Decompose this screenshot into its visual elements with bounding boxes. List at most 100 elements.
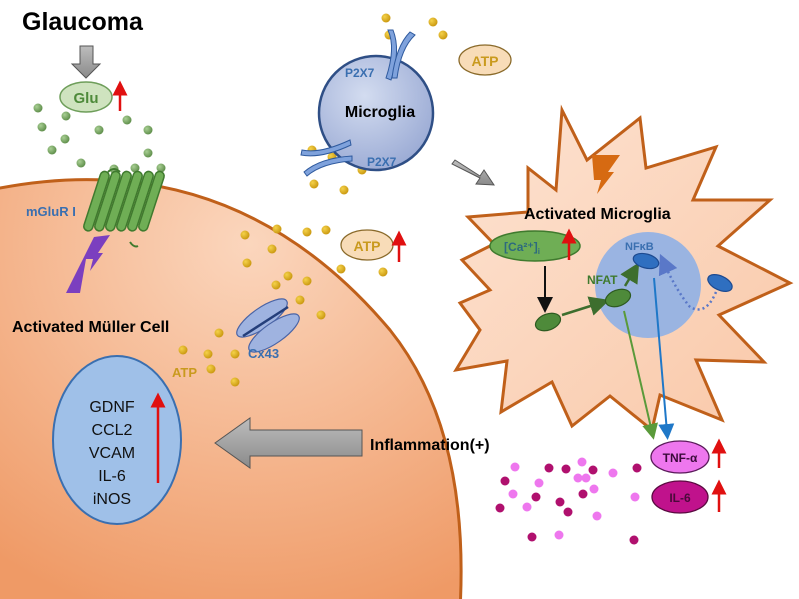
calcium-badge: [Ca²⁺]i: [489, 230, 581, 262]
microglia-label: Microglia: [345, 104, 415, 121]
atp-molecule: [214, 328, 224, 338]
nfkb-cytoplasmic-icon: [707, 274, 733, 292]
gene-item: IL-6: [98, 468, 126, 485]
cytokine-molecule: [500, 476, 510, 486]
atp-molecule: [230, 377, 240, 387]
gene-item: VCAM: [89, 445, 135, 462]
cx43-channel-icon: [236, 298, 300, 353]
atp-molecule: [230, 349, 240, 359]
p2x7-label-top: P2X7: [345, 66, 375, 80]
atp-molecule: [428, 17, 438, 27]
cytokine-molecule: [561, 464, 571, 474]
nfkb-to-tnf-arrow: [653, 277, 675, 440]
cytokine-molecule: [534, 478, 544, 488]
atp-molecule: [438, 30, 448, 40]
atp-molecule: [336, 264, 346, 274]
nfat-to-tnf-arrow: [623, 310, 658, 440]
cytokine-molecule: [592, 511, 602, 521]
cytokine-molecule: [581, 473, 591, 483]
il6-badge: IL-6: [651, 480, 709, 514]
cytokine-molecule: [510, 462, 520, 472]
glutamate-molecule: [94, 125, 104, 135]
cytokine-molecule: [563, 507, 573, 517]
atp-molecule: [302, 276, 312, 286]
cytokine-molecule: [555, 497, 565, 507]
glutamate-molecule: [143, 148, 153, 158]
atp-molecule: [339, 185, 349, 195]
atp-molecule: [203, 349, 213, 359]
cytokine-molecule: [544, 463, 554, 473]
glutamate-molecule: [60, 134, 70, 144]
cytokine-molecule: [577, 457, 587, 467]
glu-label: Glu: [74, 90, 99, 107]
title-glaucoma: Glaucoma: [22, 8, 144, 36]
gene-item: CCL2: [92, 422, 133, 439]
muller-cell-label: Activated Müller Cell: [12, 319, 169, 336]
cytokine-molecule: [573, 473, 583, 483]
glutamate-molecule: [61, 111, 71, 121]
atp-molecule: [295, 295, 305, 305]
atp-molecule: [302, 227, 312, 237]
atp-molecule: [309, 179, 319, 189]
muller-nucleus: [52, 355, 182, 525]
mglur-label: mGluR I: [26, 204, 76, 219]
atp-molecule: [178, 345, 188, 355]
glutamate-molecule: [122, 115, 132, 125]
cytokine-molecule: [630, 492, 640, 502]
cytokine-molecule: [527, 532, 537, 542]
cytokine-dots: [495, 457, 642, 545]
activated-microglia-label: Activated Microglia: [524, 206, 671, 223]
tnf-alpha-label: TNF-α: [663, 451, 698, 465]
cytokine-molecule: [554, 530, 564, 540]
p2x7-receptor-icon: [385, 29, 416, 81]
nfkb-translocation-arrow: [658, 253, 718, 311]
cytokine-molecule: [522, 502, 532, 512]
microglia-atp-label: ATP: [472, 53, 499, 69]
atp-molecule: [271, 280, 281, 290]
cx43-label: Cx43: [248, 346, 279, 361]
cytokine-molecule: [608, 468, 618, 478]
activation-lightning-icon: [592, 155, 620, 194]
il6-label: IL-6: [669, 491, 691, 505]
atp-molecule: [381, 13, 391, 23]
atp-molecule: [316, 310, 326, 320]
nfat-active-icon: [604, 288, 632, 308]
cytokine-molecule: [632, 463, 642, 473]
glutamate-molecule: [37, 122, 47, 132]
svg-text:[Ca²⁺]i: [Ca²⁺]i: [504, 240, 540, 256]
released-atp-label: ATP: [354, 238, 381, 254]
atp-molecule: [272, 224, 282, 234]
glutamate-molecule: [47, 145, 57, 155]
glutamate-molecule: [143, 125, 153, 135]
signal-lightning-icon: [66, 235, 110, 293]
calcium-subscript: i: [538, 247, 540, 256]
glutamate-dots: [33, 103, 166, 174]
nfat-to-nfkb-arrow: [620, 262, 640, 287]
nfat-inactive-icon: [534, 312, 562, 332]
cytokine-molecule: [588, 465, 598, 475]
microglia-atp-badge: ATP: [458, 44, 512, 76]
glutamate-molecule: [76, 158, 86, 168]
gene-item: iNOS: [93, 491, 131, 508]
glutamate-molecule: [130, 163, 140, 173]
atp-molecule: [206, 364, 216, 374]
nfkb-nuclear-icon: [632, 252, 660, 270]
atp-molecule: [321, 225, 331, 235]
atp-molecule: [378, 267, 388, 277]
p2x7-receptor-icon: [300, 139, 353, 177]
nfat-translocation-arrow: [561, 296, 610, 317]
atp-molecule: [267, 244, 277, 254]
gene-item: GDNF: [89, 399, 135, 416]
glutamate-molecule: [33, 103, 43, 113]
inflammation-arrow: [214, 417, 363, 469]
nfat-label: NFAT: [587, 273, 618, 287]
atp-molecule: [283, 271, 293, 281]
mglur-receptor-icon: [83, 168, 165, 248]
cytokine-molecule: [495, 503, 505, 513]
atp-dots: [178, 13, 448, 387]
inflammation-label: Inflammation(+): [370, 437, 490, 454]
glu-badge: Glu: [59, 81, 113, 113]
glutamate-molecule: [156, 163, 166, 173]
